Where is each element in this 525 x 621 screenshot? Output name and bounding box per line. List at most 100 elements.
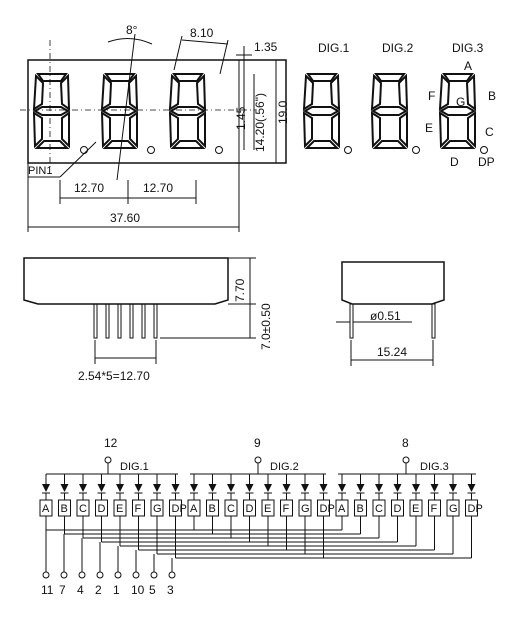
seg-c-label: C	[485, 125, 494, 139]
tilt-angle-label: 8°	[126, 23, 138, 37]
segment-label: A	[190, 503, 198, 515]
diode-symbol	[301, 484, 309, 492]
segment-label: D	[394, 503, 402, 515]
front-dp-2	[147, 146, 155, 154]
segment-pin-terminal	[114, 571, 122, 579]
segment-pin-terminal	[168, 571, 176, 579]
front-digit-2	[101, 73, 138, 149]
segment-label: B	[61, 503, 68, 515]
diode-symbol	[153, 484, 161, 492]
diode-symbol	[190, 484, 198, 492]
seg-d-label: D	[450, 155, 459, 169]
segment-pin-number: 7	[59, 583, 66, 597]
diode-symbol	[79, 484, 87, 492]
diode-symbol	[171, 484, 180, 492]
side-pins	[93, 303, 158, 339]
segment-legend: DIG.1 DIG.2 DIG.3 A B C D E F G DP	[303, 41, 496, 169]
digit-pitch-2-dim: 12.70	[143, 181, 173, 195]
segment-pin-terminal	[42, 571, 50, 579]
diode-symbol	[134, 484, 143, 492]
side-body-outline	[23, 257, 229, 305]
digit-pitch-1-dim: 12.70	[74, 181, 104, 195]
segment-pin-terminal	[78, 571, 86, 579]
segment-label: G	[449, 503, 458, 515]
seg-f-label: F	[428, 89, 435, 103]
seg-a-label: A	[464, 59, 472, 73]
segment-label: DP	[320, 503, 335, 515]
segment-wiring	[45, 516, 472, 572]
segment-pin-terminal	[150, 571, 158, 579]
sch-dig3-label: DIG.3	[420, 461, 449, 473]
diode-symbol	[338, 484, 346, 492]
segment-label: E	[412, 503, 419, 515]
diode-symbol	[42, 484, 50, 492]
segment-label: B	[357, 503, 364, 515]
segment-label: D	[98, 503, 106, 515]
front-digit-1	[33, 73, 70, 149]
segment-label: DP	[468, 503, 483, 515]
segment-label: C	[375, 503, 383, 515]
segment-pin-number: 5	[149, 583, 156, 597]
diode-symbol	[449, 484, 457, 492]
sch-dig1-label: DIG.1	[120, 461, 149, 473]
top-offset-dim: 1.35	[254, 40, 278, 54]
diode-symbol	[60, 484, 69, 492]
side-view: 7.70 7.0±0.50 2.54*5=12.70	[23, 257, 273, 383]
segment-label: A	[42, 503, 50, 515]
common-pin-9: 9	[254, 436, 261, 450]
diode-symbol	[116, 484, 124, 492]
segment-pin-number: 1	[113, 583, 120, 597]
seg-g-label: G	[456, 95, 465, 109]
segment-label: C	[227, 503, 235, 515]
segment-width-dim: 8.10	[190, 26, 214, 40]
diode-symbol	[467, 484, 476, 492]
segment-pin-terminal	[132, 571, 140, 579]
display-body-outline	[27, 59, 287, 164]
segment-pin-number: 10	[131, 583, 145, 597]
segment-label: F	[283, 503, 290, 515]
pin-diameter-dim: ø0.51	[370, 309, 401, 323]
segment-label: F	[431, 503, 438, 515]
legend-digit-3	[439, 73, 476, 149]
segment-label: E	[116, 503, 123, 515]
segment-label: C	[79, 503, 87, 515]
segment-pin-number: 3	[167, 583, 174, 597]
segment-label: E	[264, 503, 271, 515]
diode-symbol	[282, 484, 291, 492]
end-body-outline	[341, 261, 445, 305]
front-digit-3	[169, 73, 206, 149]
segment-pin-number: 2	[95, 583, 102, 597]
side-height-dim: 7.70	[233, 278, 247, 302]
diode-symbol	[393, 484, 402, 492]
pin-length-dim: 7.0±0.50	[259, 303, 273, 350]
body-height-dim: 19.0	[276, 100, 290, 124]
segment-pin-terminal	[96, 571, 104, 579]
common-pin-8: 8	[402, 436, 409, 450]
segment-label: G	[153, 503, 162, 515]
legend-digit-2	[371, 73, 408, 149]
row-spacing-dim: 15.24	[377, 345, 407, 359]
segment-pin-terminal	[60, 571, 68, 579]
body-width-dim: 37.60	[110, 211, 140, 225]
diode-symbol	[97, 484, 106, 492]
diode-symbol	[208, 484, 217, 492]
digit-height-dim: 14.20(.56")	[253, 93, 267, 152]
legend-dig1-label: DIG.1	[318, 41, 350, 55]
dp-offset-dim: 1.45	[234, 106, 248, 130]
front-dp-3	[215, 146, 223, 154]
diode-symbol	[319, 484, 328, 492]
diode-symbol	[356, 484, 365, 492]
segment-pin-number: 11	[41, 583, 54, 597]
sch-dig2-label: DIG.2	[270, 461, 299, 473]
diode-symbol	[430, 484, 439, 492]
front-view: 8° 8.10 1.35 1.45 14.20(.56") 19.0 PIN1 …	[20, 23, 290, 232]
segment-label: DP	[172, 503, 187, 515]
diode-array	[42, 474, 476, 500]
segment-label: D	[246, 503, 254, 515]
legend-dig3-label: DIG.3	[452, 41, 484, 55]
seg-dp-label: DP	[478, 155, 495, 169]
pin-pitch-dim: 2.54*5=12.70	[78, 369, 150, 383]
